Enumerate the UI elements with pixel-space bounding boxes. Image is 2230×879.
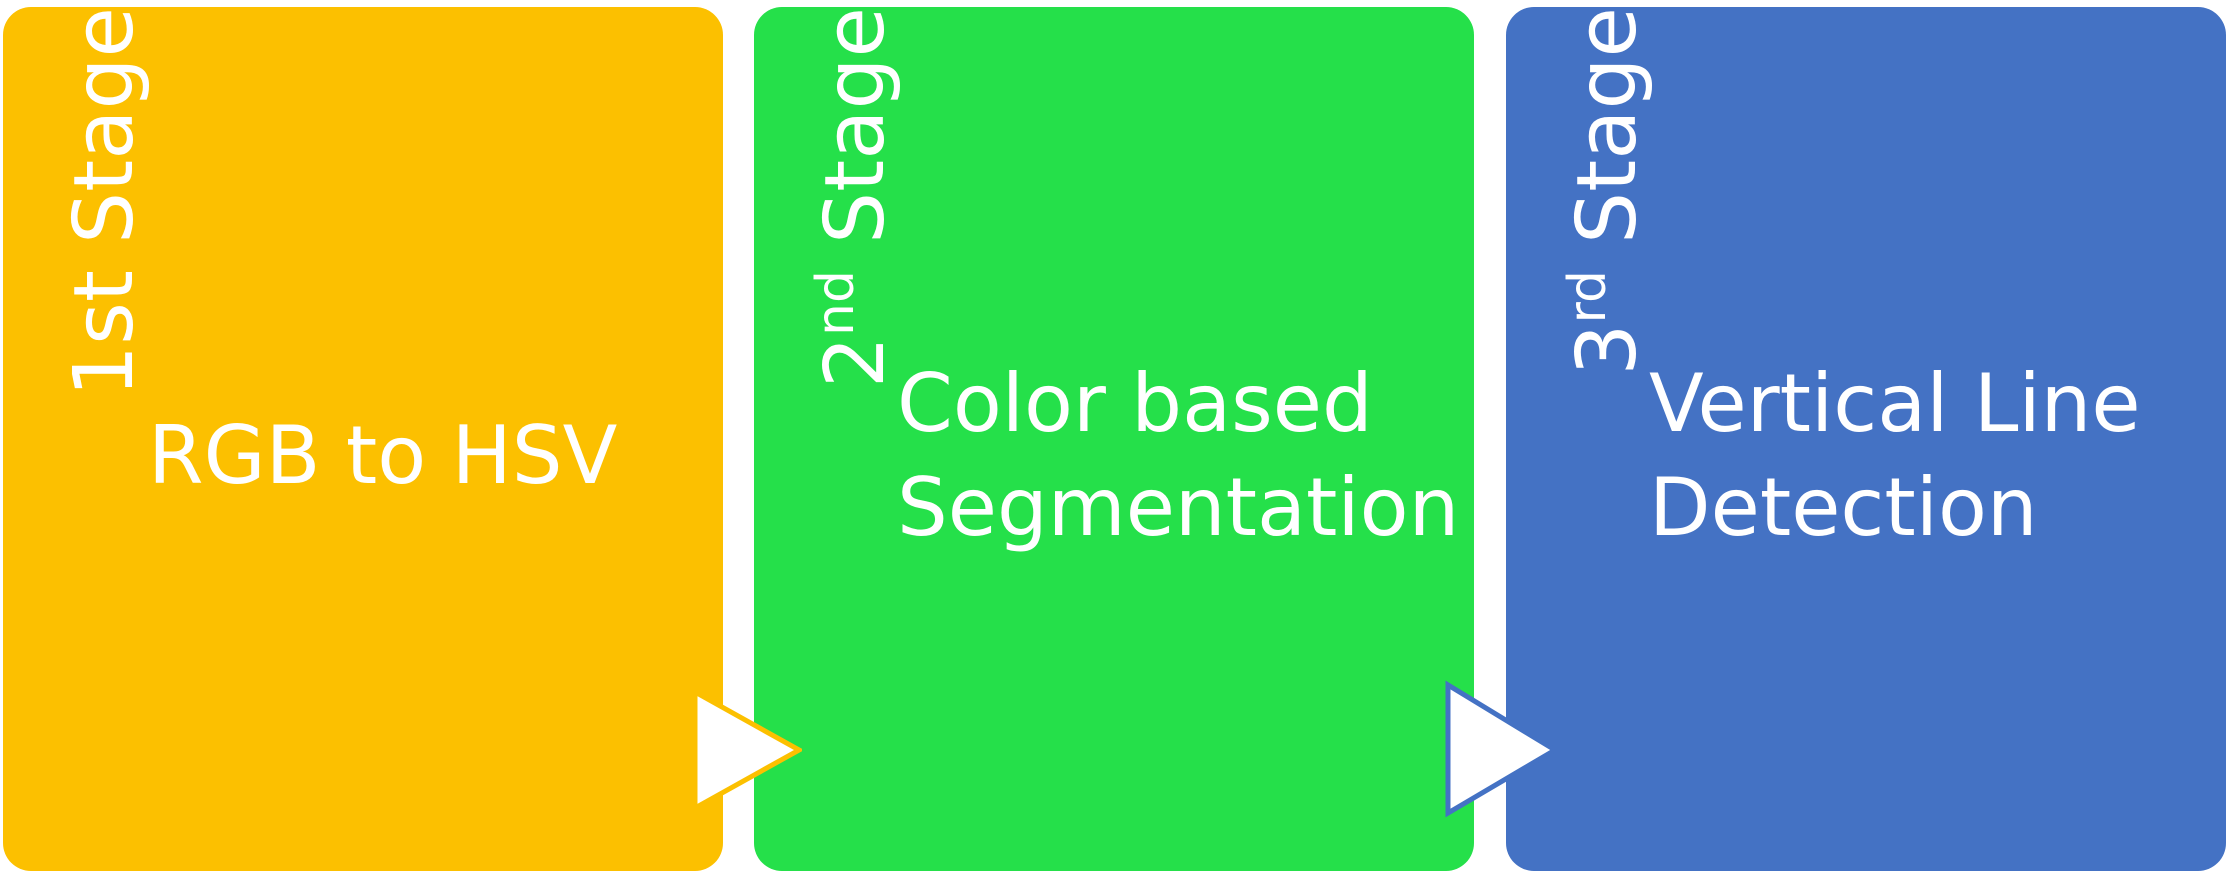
stage-1-word: Stage [57, 7, 152, 244]
stage-2-line-2: Segmentation [897, 461, 1460, 554]
arrow-stage-2-to-3 [1445, 680, 1555, 818]
arrow-2-triangle-icon [1445, 680, 1555, 818]
stage-3-ordinal-number: 3 [1560, 323, 1655, 376]
stage-2-ordinal-suffix: nd [806, 270, 866, 336]
stage-1-label: 1st Stage [45, 7, 165, 447]
stage-2-description: Color based Segmentation [897, 352, 1459, 560]
stage-2-ordinal-number: 2 [808, 336, 903, 389]
stage-3-description: Vertical Line Detection [1649, 352, 2141, 560]
stage-3-line-1: Vertical Line [1649, 357, 2141, 450]
stage-1-line-1: RGB to HSV [148, 409, 618, 502]
stage-3-line-2: Detection [1649, 461, 2038, 554]
arrow-1-triangle-icon [692, 687, 802, 813]
stage-2-line-1: Color based [897, 357, 1373, 450]
stage-2-word: Stage [808, 7, 903, 244]
arrow-stage-1-to-2 [692, 687, 802, 813]
stage-3-word: Stage [1560, 7, 1655, 244]
stage-1-block: 1st Stage RGB to HSV [3, 7, 723, 871]
stage-2-block: 2nd Stage Color based Segmentation [754, 7, 1474, 871]
stage-3-block: 3rd Stage Vertical Line Detection [1506, 7, 2226, 871]
stage-1-description: RGB to HSV [148, 404, 617, 508]
stage-1-ordinal: 1st [57, 270, 152, 398]
stage-3-ordinal-suffix: rd [1558, 270, 1618, 324]
